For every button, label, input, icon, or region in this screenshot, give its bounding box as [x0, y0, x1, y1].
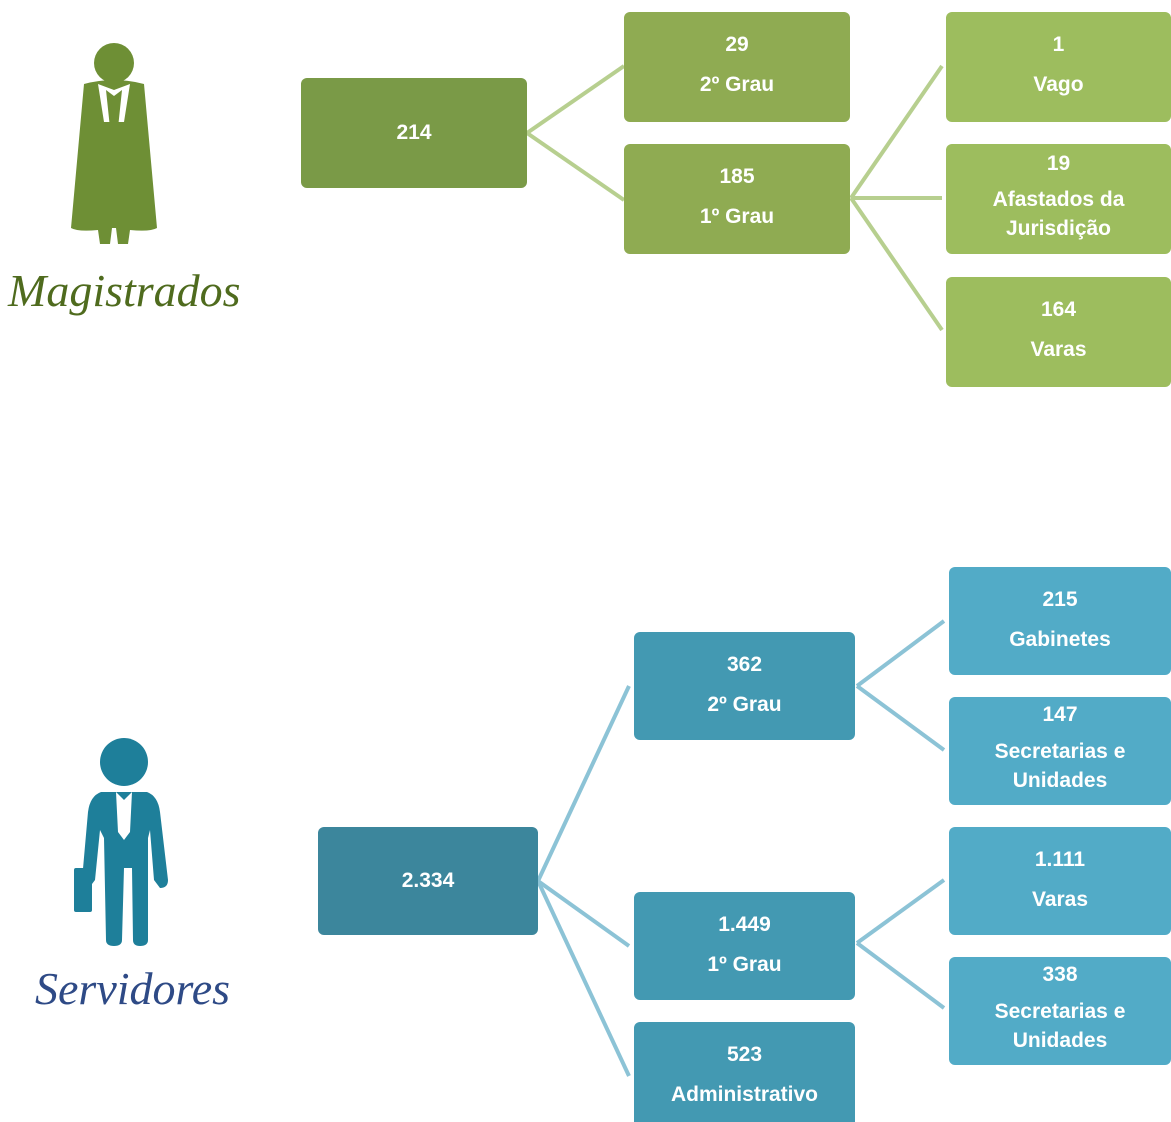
- node-value: 2.334: [401, 869, 455, 892]
- connector-line: [855, 941, 946, 1010]
- servidores-secretarias-2grau-node: 147 Secretarias e Unidades: [949, 697, 1171, 805]
- node-value: 19: [1046, 152, 1071, 175]
- connector-line: [855, 878, 946, 945]
- node-value: 1.111: [1034, 848, 1086, 871]
- servidores-secretarias-1grau-node: 338 Secretarias e Unidades: [949, 957, 1171, 1065]
- node-label: Secretarias e Unidades: [994, 740, 1126, 792]
- node-value: 29: [725, 33, 749, 56]
- magistrados-title: Magistrados: [8, 265, 241, 316]
- magistrados-vago-node: 1 Vago: [946, 12, 1171, 122]
- node-value: 1: [1052, 33, 1065, 56]
- node-value: 147: [1042, 703, 1078, 726]
- connector-line: [536, 879, 631, 948]
- connector-line: [849, 64, 944, 200]
- node-value: 215: [1042, 588, 1078, 611]
- servidores-title: Servidores: [35, 963, 231, 1014]
- magistrados-varas-node: 164 Varas: [946, 277, 1171, 387]
- connector-line: [525, 64, 626, 135]
- connector-line: [536, 880, 631, 1077]
- node-label: Secretarias e Unidades: [994, 1000, 1126, 1052]
- node-label: 2º Grau: [699, 73, 775, 96]
- node-label: Administrativo: [670, 1083, 819, 1106]
- magistrados-connectors: [525, 64, 944, 332]
- connector-line: [525, 131, 626, 202]
- connector-line: [849, 196, 944, 332]
- servidores-total-node: 2.334: [318, 827, 538, 935]
- node-value: 338: [1042, 963, 1078, 986]
- node-label: 1º Grau: [699, 205, 775, 228]
- servidores-administrativo-node: 523 Administrativo: [634, 1022, 855, 1122]
- servidores-gabinetes-node: 215 Gabinetes: [949, 567, 1171, 675]
- magistrados-total-node: 214: [301, 78, 527, 188]
- servidores-varas-node: 1.111 Varas: [949, 827, 1171, 935]
- magistrados-2grau-node: 29 2º Grau: [624, 12, 850, 122]
- node-label: Varas: [1030, 338, 1087, 361]
- magistrados-afastados-node: 19 Afastados da Jurisdição: [946, 144, 1171, 254]
- connector-line: [855, 684, 946, 752]
- node-label: Varas: [1031, 888, 1089, 911]
- node-value: 185: [719, 165, 755, 188]
- magistrados-1grau-node: 185 1º Grau: [624, 144, 850, 254]
- node-label: Afastados da Jurisdição: [992, 188, 1125, 240]
- servidores-2grau-node: 362 2º Grau: [634, 632, 855, 740]
- servidores-connectors: [536, 619, 946, 1077]
- servidores-1grau-node: 1.449 1º Grau: [634, 892, 855, 1000]
- node-label: Gabinetes: [1009, 628, 1111, 651]
- connector-line: [536, 685, 631, 882]
- node-value: 523: [726, 1043, 763, 1066]
- node-label: Vago: [1033, 73, 1084, 96]
- connector-line: [855, 619, 946, 688]
- node-value: 164: [1040, 298, 1077, 321]
- node-value: 362: [726, 653, 763, 676]
- node-value: 1.449: [718, 913, 771, 936]
- node-label: 1º Grau: [707, 953, 782, 976]
- node-label: 2º Grau: [707, 693, 782, 716]
- node-value: 214: [396, 121, 432, 144]
